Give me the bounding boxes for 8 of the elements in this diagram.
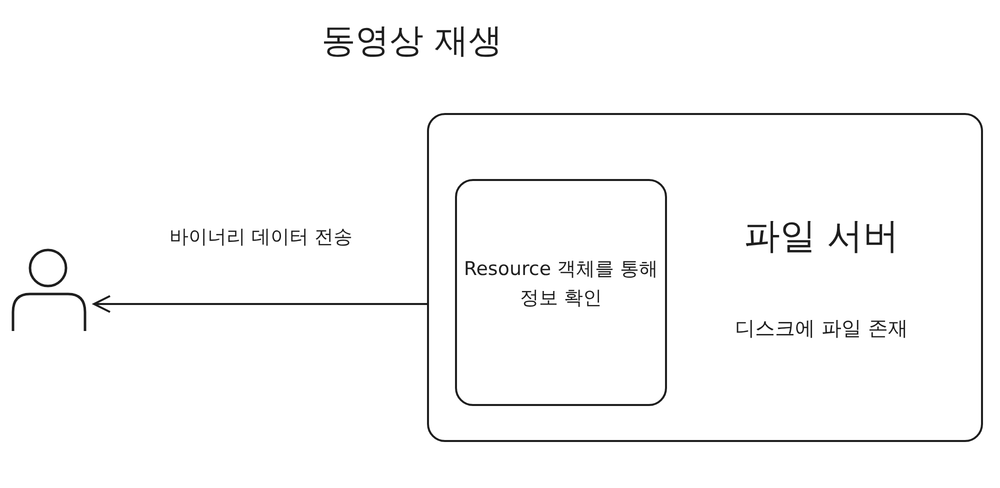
arrow bbox=[93, 295, 428, 313]
edge-label: 바이너리 데이터 전송 bbox=[169, 226, 353, 248]
node-title: 파일 서버 bbox=[742, 215, 900, 259]
node-title: Resource 객체를 통해 정보 확인 bbox=[462, 257, 660, 310]
diagram-title: 동영상 재생 bbox=[320, 20, 504, 63]
process-box bbox=[455, 179, 667, 406]
node-text: 디스크에 파일 존재 bbox=[734, 315, 909, 342]
server-box bbox=[427, 113, 983, 442]
